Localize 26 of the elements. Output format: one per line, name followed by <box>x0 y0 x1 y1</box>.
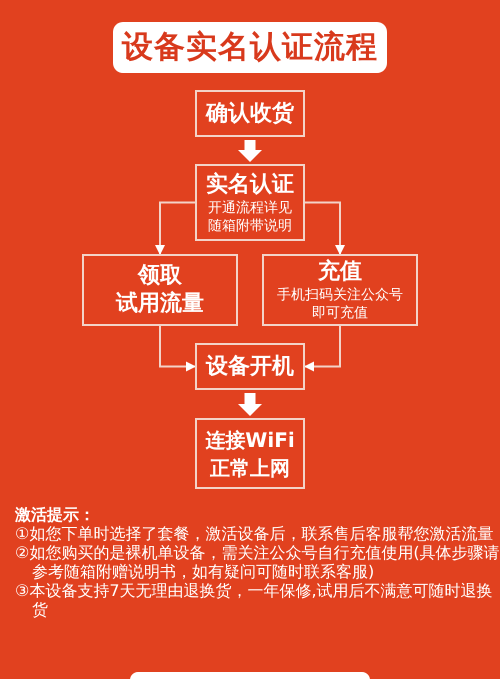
title-banner: 设备实名认证流程 <box>113 22 387 73</box>
process-box <box>195 343 305 390</box>
note-text: ③本设备支持7天无理由退换货，一年保修,试用后不满意可随时退换货 <box>15 581 494 619</box>
process-box <box>262 254 418 326</box>
step-title: 充值 <box>318 258 362 286</box>
note-text: ①如您下单时选择了套餐，激活设备后，联系售后客服帮您激活流量 <box>15 524 494 543</box>
arrow <box>304 326 341 372</box>
note-text: ②如您购买的是裸机单设备，需关注公众号自行充值使用(具体步骤请参考随箱附赠说明书，如有疑问可随时联系客服) <box>15 543 500 581</box>
arrow <box>305 202 345 255</box>
step-title: 连接WiFi正常上网 <box>204 426 296 482</box>
process-box <box>195 90 305 137</box>
arrow <box>238 393 262 416</box>
step-note: 手机扫码关注公众号即可充值 <box>276 286 404 322</box>
process-box <box>82 254 238 326</box>
process-box <box>195 418 305 489</box>
step-title: 试用流量 <box>116 290 204 318</box>
arrow <box>155 202 195 255</box>
arrow <box>159 326 196 372</box>
step-title: 确认收货 <box>206 100 294 128</box>
arrow <box>238 140 262 162</box>
step-note: 开通流程详见随箱附带说明 <box>207 198 293 234</box>
step-title: 领取 <box>138 262 182 290</box>
notes-heading: 激活提示： <box>15 505 96 524</box>
process-box <box>195 164 305 241</box>
step-title: 设备开机 <box>206 352 294 380</box>
step-title: 实名认证 <box>206 170 294 198</box>
